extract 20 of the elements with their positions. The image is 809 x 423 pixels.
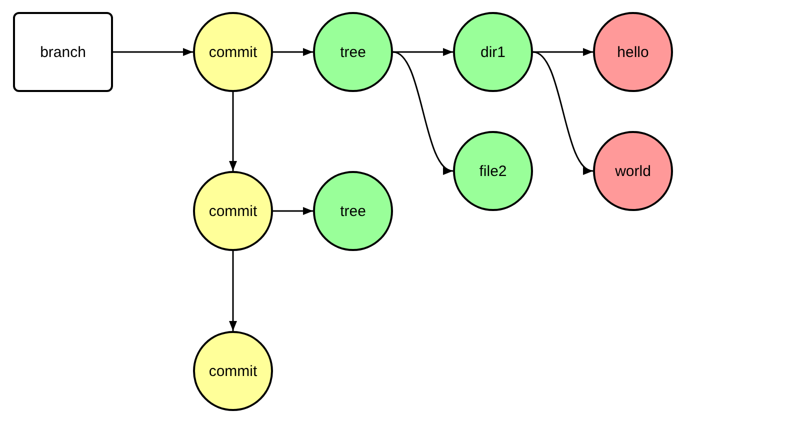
node-label: branch (40, 44, 86, 60)
arrow (113, 48, 193, 56)
node-label: commit (208, 44, 258, 60)
arrow (229, 251, 237, 331)
node-label: file2 (479, 162, 507, 180)
branch-box (13, 12, 113, 92)
node-label: dir1 (480, 44, 506, 60)
arrow (229, 92, 237, 171)
arrow (273, 48, 313, 56)
node-label: hello (617, 44, 649, 60)
node-label: world (615, 162, 651, 180)
arrow (392, 51, 454, 172)
node-label: tree (340, 202, 366, 220)
arrow (532, 51, 594, 172)
arrow (273, 207, 313, 215)
node-label: tree (340, 44, 366, 60)
node-label: commit (208, 202, 258, 220)
arrow (533, 48, 593, 56)
arrow (393, 48, 453, 56)
node-label: commit (208, 362, 258, 380)
